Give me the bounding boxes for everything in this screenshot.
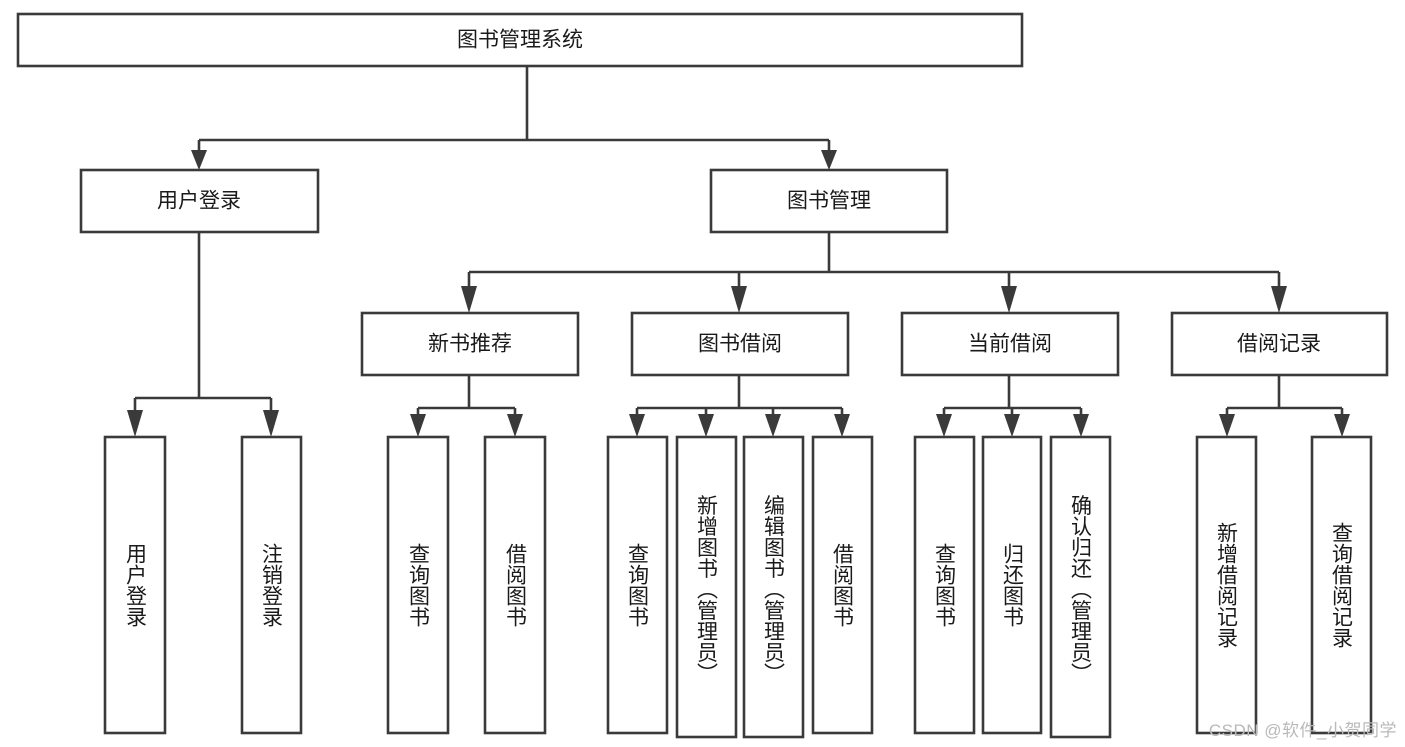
node-user-login-box[interactable] <box>79 168 320 234</box>
node-book-borrow[interactable]: 图书借阅 <box>630 311 850 377</box>
arrow-head-leaf-borrow-book-1 <box>507 414 523 437</box>
node-leaf-query-book-2-label: 查询图书 <box>626 543 650 627</box>
arrow-head-leaf-borrow-book-2 <box>834 414 850 437</box>
node-borrow-record[interactable]: 借阅记录 <box>1170 311 1389 377</box>
arrow-head-leaf-add-borrow-record <box>1219 414 1235 437</box>
node-leaf-add-borrow-record-box[interactable] <box>1195 435 1258 735</box>
node-root[interactable]: 图书管理系统 <box>16 12 1024 68</box>
node-leaf-add-borrow-record[interactable]: 新增借阅记录 <box>1195 435 1258 735</box>
node-leaf-add-book[interactable]: 新增图书（管理员） <box>675 435 738 739</box>
node-book-manage-box[interactable] <box>709 168 949 234</box>
node-leaf-logout[interactable]: 注销登录 <box>240 435 303 735</box>
arrow-head-book-manage <box>821 150 837 170</box>
node-leaf-confirm-return-box[interactable] <box>1049 435 1112 739</box>
node-root-label: 图书管理系统 <box>457 29 583 52</box>
arrow-head-leaf-query-book-3 <box>936 414 952 437</box>
node-leaf-return-book-label: 归还图书 <box>1001 543 1025 627</box>
node-leaf-query-book-1-label: 查询图书 <box>407 543 431 627</box>
node-leaf-user-login-label: 用户登录 <box>124 543 148 627</box>
arrow-head-leaf-query-book-1 <box>410 414 426 437</box>
connector-layer <box>127 66 1350 437</box>
node-current-borrow-box[interactable] <box>900 311 1120 377</box>
node-leaf-query-book-1-box[interactable] <box>386 435 450 735</box>
node-leaf-return-book[interactable]: 归还图书 <box>981 435 1043 735</box>
node-leaf-borrow-book-2[interactable]: 借阅图书 <box>811 435 874 735</box>
node-root-box[interactable] <box>16 12 1024 68</box>
node-borrow-record-box[interactable] <box>1170 311 1389 377</box>
node-leaf-query-borrow-record[interactable]: 查询借阅记录 <box>1310 435 1373 735</box>
node-leaf-logout-label: 注销登录 <box>260 543 284 627</box>
arrow-head-leaf-edit-book <box>765 414 781 437</box>
node-book-manage-label: 图书管理 <box>787 190 871 213</box>
node-new-book-recommend-box[interactable] <box>360 311 580 377</box>
arrow-head-current-borrow <box>1001 286 1017 313</box>
arrow-head-leaf-add-book <box>698 414 714 437</box>
node-new-book-recommend[interactable]: 新书推荐 <box>360 311 580 377</box>
node-leaf-add-book-box[interactable] <box>675 435 738 739</box>
node-book-borrow-box[interactable] <box>630 311 850 377</box>
node-leaf-query-book-3-label: 查询图书 <box>933 543 957 627</box>
node-borrow-record-label: 借阅记录 <box>1237 333 1321 356</box>
arrow-head-book-borrow <box>731 286 747 313</box>
node-leaf-query-book-3[interactable]: 查询图书 <box>913 435 976 735</box>
node-leaf-query-borrow-record-label: 查询借阅记录 <box>1330 522 1354 648</box>
node-leaf-query-book-2-box[interactable] <box>606 435 669 735</box>
node-leaf-borrow-book-1-box[interactable] <box>483 435 547 735</box>
node-current-borrow[interactable]: 当前借阅 <box>900 311 1120 377</box>
node-book-borrow-label: 图书借阅 <box>698 333 782 356</box>
node-leaf-logout-box[interactable] <box>240 435 303 735</box>
node-leaf-user-login[interactable]: 用户登录 <box>103 435 167 735</box>
arrow-head-leaf-logout <box>263 410 279 437</box>
node-current-borrow-label: 当前借阅 <box>968 333 1052 356</box>
node-leaf-borrow-book-2-label: 借阅图书 <box>831 543 855 627</box>
node-book-manage[interactable]: 图书管理 <box>709 168 949 234</box>
node-leaf-query-borrow-record-box[interactable] <box>1310 435 1373 735</box>
node-leaf-edit-book[interactable]: 编辑图书（管理员） <box>742 435 805 739</box>
node-leaf-edit-book-label: 编辑图书（管理员） <box>762 495 786 684</box>
arrow-head-leaf-user-login <box>127 410 143 437</box>
node-leaf-confirm-return-label: 确认归还（管理员） <box>1069 495 1093 684</box>
node-leaf-user-login-box[interactable] <box>103 435 167 735</box>
node-new-book-recommend-label: 新书推荐 <box>428 333 512 356</box>
arrow-head-leaf-confirm-return <box>1073 414 1089 437</box>
node-leaf-query-book-1[interactable]: 查询图书 <box>386 435 450 735</box>
arrow-head-leaf-return-book <box>1004 414 1020 437</box>
node-leaf-borrow-book-1-label: 借阅图书 <box>504 543 528 627</box>
node-leaf-return-book-box[interactable] <box>981 435 1043 735</box>
node-leaf-add-borrow-record-label: 新增借阅记录 <box>1215 522 1239 648</box>
arrow-head-borrow-record <box>1271 286 1287 313</box>
arrow-head-leaf-query-borrow-record <box>1334 414 1350 437</box>
arrow-head-user-login <box>191 150 207 170</box>
node-user-login-label: 用户登录 <box>157 190 241 213</box>
arrow-head-new-book-recommend <box>461 286 477 313</box>
node-leaf-add-book-label: 新增图书（管理员） <box>695 495 719 684</box>
arrow-head-leaf-query-book-2 <box>629 414 645 437</box>
node-leaf-query-book-2[interactable]: 查询图书 <box>606 435 669 735</box>
node-leaf-confirm-return[interactable]: 确认归还（管理员） <box>1049 435 1112 739</box>
node-leaf-query-book-3-box[interactable] <box>913 435 976 735</box>
node-leaf-borrow-book-1[interactable]: 借阅图书 <box>483 435 547 735</box>
node-user-login[interactable]: 用户登录 <box>79 168 320 234</box>
node-leaf-borrow-book-2-box[interactable] <box>811 435 874 735</box>
node-leaf-edit-book-box[interactable] <box>742 435 805 739</box>
csdn-watermark: CSDN @软件_小贺同学 <box>1208 721 1397 740</box>
